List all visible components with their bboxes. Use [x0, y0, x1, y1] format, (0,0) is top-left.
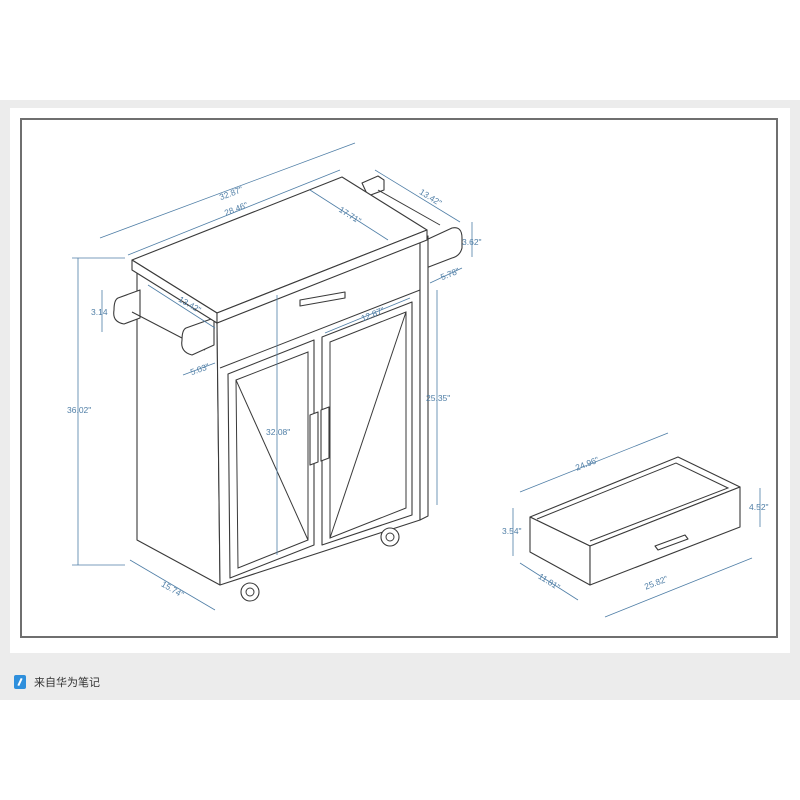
dim-right-bar-offset: 5.78" [439, 266, 461, 283]
dim-right-bar-height: 3.62" [462, 237, 482, 247]
dim-left-bar-height: 3.14 [91, 307, 108, 317]
drawer [529, 456, 741, 586]
footer-source-text: 来自华为笔记 [34, 677, 100, 689]
dim-inner-height: 32.08" [266, 427, 290, 437]
right-door [321, 301, 413, 546]
dim-drawer-front-length: 25.82" [643, 574, 669, 592]
drawing-frame [20, 118, 778, 638]
kitchen-cart [113, 175, 463, 602]
dim-drawer-depth: 11.81" [537, 571, 562, 592]
left-door [227, 339, 315, 579]
drawer-handle [654, 534, 689, 551]
dim-door-height: 25.35" [426, 393, 450, 403]
drawer-handle [299, 291, 346, 307]
dim-overall-height: 36.02" [67, 405, 91, 415]
dim-right-bar-length: 13.42" [418, 187, 444, 208]
dim-base-depth: 15.74" [160, 579, 186, 600]
dim-drawer-inner-length: 24.96" [574, 455, 600, 473]
dim-overall-width: 32.87" [218, 184, 244, 202]
dim-drawer-side-height: 3.54" [502, 526, 522, 536]
dim-drawer-front-height: 4.52" [749, 502, 769, 512]
footer: 来自华为笔记 [14, 674, 100, 690]
huawei-notes-icon [14, 675, 26, 689]
